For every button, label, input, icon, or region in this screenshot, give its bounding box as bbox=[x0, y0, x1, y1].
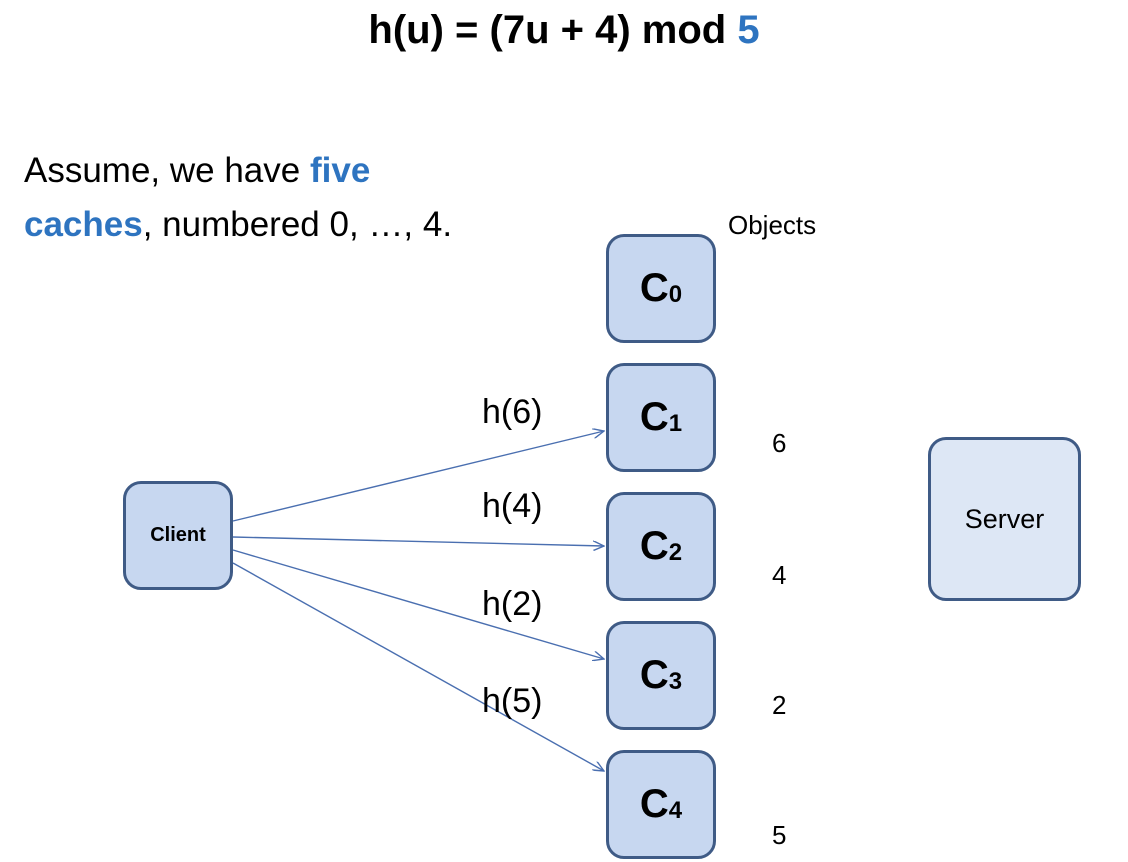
formula-title: h(u) = (7u + 4) mod 5 bbox=[0, 8, 1128, 53]
cache-c2-index: 2 bbox=[668, 538, 683, 566]
hash-label-4: h(5) bbox=[482, 682, 543, 720]
cache-c3-index: 3 bbox=[668, 667, 683, 695]
object-4: 5 bbox=[772, 820, 787, 850]
cache-c3-letter: C bbox=[639, 653, 669, 697]
arrow-to-c2 bbox=[232, 536, 604, 546]
server-node: Server bbox=[928, 437, 1081, 601]
formula-modulus: 5 bbox=[737, 8, 760, 52]
cache-c2-letter: C bbox=[639, 524, 669, 568]
intro-highlight-caches: caches bbox=[24, 205, 143, 244]
objects-header: Objects bbox=[728, 210, 817, 240]
server-label: Server bbox=[964, 503, 1045, 534]
hash-label-2: h(4) bbox=[482, 487, 543, 525]
cache-c1-index: 1 bbox=[668, 409, 683, 437]
cache-c0-index: 0 bbox=[668, 280, 683, 308]
intro-part2: , numbered 0, …, 4. bbox=[142, 205, 453, 244]
object-2: 4 bbox=[772, 560, 787, 590]
arrow-to-c3 bbox=[232, 549, 604, 659]
cache-c0-letter: C bbox=[639, 266, 669, 310]
object-3: 2 bbox=[772, 690, 787, 720]
intro-part1: Assume, we have bbox=[24, 151, 310, 190]
client-node: Client bbox=[123, 481, 233, 590]
formula-prefix: h(u) = (7u + 4) mod bbox=[368, 8, 738, 52]
client-label: Client bbox=[150, 524, 206, 546]
intro-highlight-five: five bbox=[309, 151, 371, 190]
cache-c4-index: 4 bbox=[668, 796, 683, 824]
cache-c1-letter: C bbox=[639, 395, 669, 439]
hash-label-3: h(2) bbox=[482, 585, 543, 623]
object-1: 6 bbox=[772, 428, 787, 458]
hash-label-1: h(6) bbox=[482, 393, 543, 431]
arrow-to-c4 bbox=[232, 562, 604, 771]
intro-text: Assume, we have five caches, numbered 0, … bbox=[24, 144, 452, 252]
cache-c4-letter: C bbox=[639, 782, 669, 826]
arrow-to-c1 bbox=[232, 431, 604, 522]
